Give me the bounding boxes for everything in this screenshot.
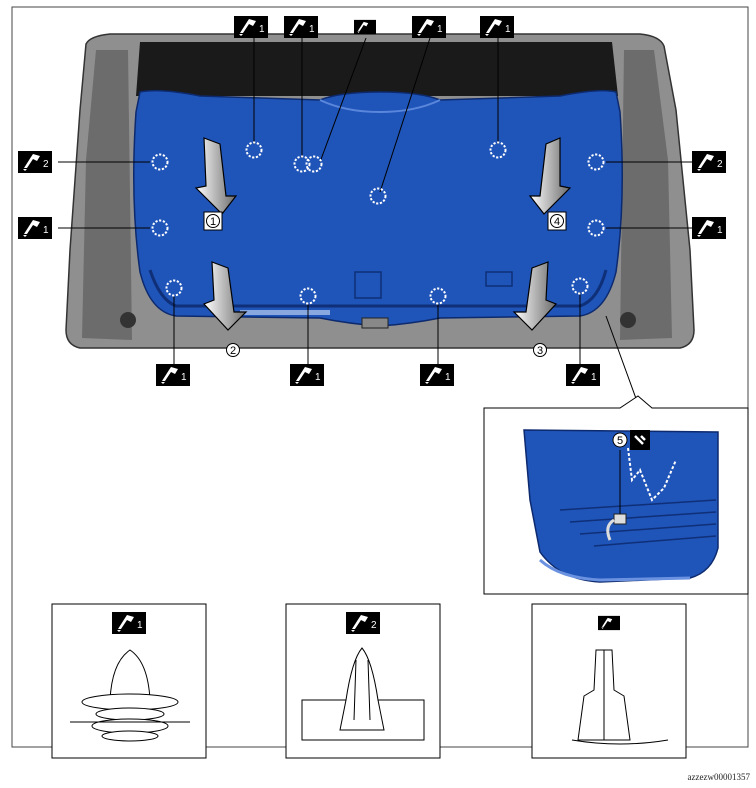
push-direction-arrow (512, 261, 558, 331)
clip-type-label: 1 (137, 620, 143, 631)
reference-code: azzezw00001357 (687, 772, 750, 782)
clip-type-label: 2 (371, 620, 377, 631)
clip-type-label: 1 (591, 372, 597, 383)
callout-number: 1 (210, 216, 216, 228)
clip-type-3-detail (531, 603, 687, 759)
liftgate-trim-panel (133, 89, 623, 329)
connector-5-detail: 5 (483, 395, 749, 595)
clip-type-badges: 1 1 1 1 2 1 2 1 1 1 1 1 (18, 16, 726, 386)
push-direction-arrow (194, 137, 238, 215)
clip-type-label: 1 (43, 225, 49, 236)
clip-type-label: 2 (717, 159, 723, 170)
clip-type-label: 1 (437, 24, 443, 35)
push-direction-arrow (528, 137, 572, 215)
clip-type-label: 1 (181, 372, 187, 383)
callout-number: 2 (230, 345, 236, 357)
callout-number: 3 (537, 345, 543, 357)
push-direction-arrow (202, 261, 248, 331)
clip-type-2-detail: 2 (285, 603, 441, 759)
clip-type-label: 1 (259, 24, 265, 35)
clip-icon (354, 19, 376, 35)
callouts: 1 2 3 4 (203, 211, 567, 357)
clip-icon (598, 615, 620, 631)
clip-type-label: 2 (43, 159, 49, 170)
leader-lines (58, 37, 700, 405)
clip-type-label: 1 (717, 225, 723, 236)
clip-type-label: 1 (445, 372, 451, 383)
clip-type-label: 1 (315, 372, 321, 383)
clip-type-label: 1 (309, 24, 315, 35)
callout-number: 4 (554, 216, 560, 228)
callout-number: 5 (617, 435, 623, 447)
clip-type-1-detail: 1 (51, 603, 207, 759)
push-direction-arrows (194, 137, 572, 331)
clip-type-label: 1 (505, 24, 511, 35)
